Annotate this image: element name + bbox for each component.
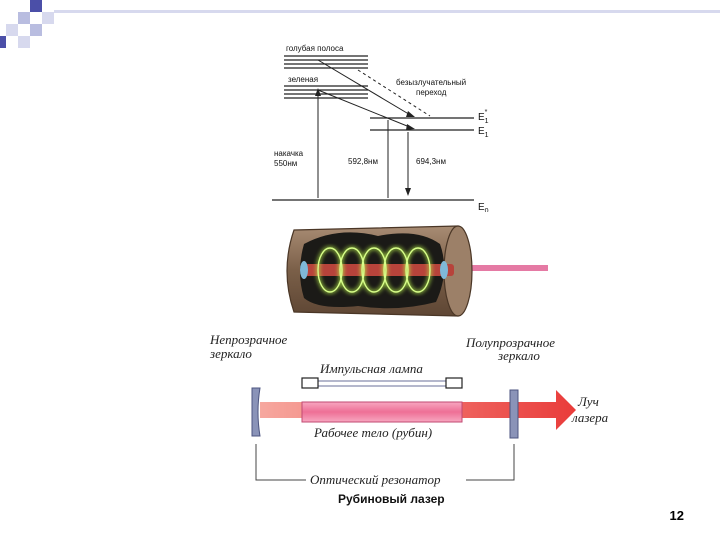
ruby-rod [301, 401, 463, 423]
corner-decoration [0, 0, 720, 48]
flash-lamp-coil [317, 247, 431, 293]
nonrad-arrow-1 [317, 59, 413, 117]
nonradiative-label-2: переход [416, 88, 447, 97]
level-e0-sub: 0 [485, 208, 489, 215]
semi-mirror-label-1: Полупрозрачное [465, 335, 555, 350]
level-e0-label: E [478, 202, 485, 213]
opaque-mirror [251, 387, 261, 437]
wavelength-694-label: 694,3нм [416, 157, 446, 166]
pump-label-2: 550нм [274, 159, 297, 168]
working-body-label: Рабочее тело (рубин) [313, 425, 432, 440]
pulse-lamp-tube [315, 380, 449, 387]
diagram-caption: Рубиновый лазер [338, 492, 445, 506]
pulse-lamp-label: Импульсная лампа [319, 361, 423, 376]
blue-band [284, 55, 368, 69]
laser-beam-label-2: лазера [571, 410, 609, 425]
ruby-laser-figure: голубая полоса зеленая безызлучательный … [168, 40, 634, 512]
pulse-lamp-electrode-left [301, 377, 319, 389]
wavelength-592-label: 592,8нм [348, 157, 378, 166]
pulse-lamp-electrode-right [445, 377, 463, 389]
nonrad-arrow-2 [317, 89, 413, 129]
output-beam [458, 265, 548, 271]
semi-transparent-mirror [509, 389, 519, 439]
level-e1-sub: 1 [485, 132, 489, 139]
green-band [284, 85, 368, 99]
level-e1-label: E [478, 126, 485, 137]
pump-label-1: накачка [274, 149, 304, 158]
green-band-label: зеленая [288, 75, 318, 84]
level-e1-star-label: E [478, 112, 485, 123]
opaque-mirror-label-1: Непрозрачное [209, 332, 288, 347]
slide-number: 12 [669, 508, 684, 523]
rear-mirror-3d [300, 261, 308, 279]
laser-cutaway-illustration [272, 212, 548, 322]
svg-text:E0: E0 [478, 202, 489, 215]
svg-text:E1*: E1 * [478, 109, 489, 125]
blue-band-label: голубая полоса [286, 44, 344, 53]
semi-mirror-label-2: зеркало [497, 348, 540, 363]
opaque-mirror-label-2: зеркало [209, 346, 252, 361]
nonradiative-label-1: безызлучательный [396, 78, 466, 87]
svg-text:E1: E1 [478, 126, 489, 139]
front-mirror-3d [440, 261, 448, 279]
energy-level-diagram: голубая полоса зеленая безызлучательный … [272, 40, 494, 215]
ruby-laser-diagram: голубая полоса зеленая безызлучательный … [209, 40, 609, 506]
laser-beam-label-1: Луч [577, 394, 599, 409]
level-e1-star-sub: 1 [485, 118, 489, 125]
resonator-label: Оптический резонатор [310, 472, 441, 487]
laser-schematic: Непрозрачное зеркало Полупрозрачное зерк… [209, 332, 609, 506]
level-e1-star-sup: * [485, 109, 488, 116]
nonrad-dashed-arrow [357, 69, 431, 117]
